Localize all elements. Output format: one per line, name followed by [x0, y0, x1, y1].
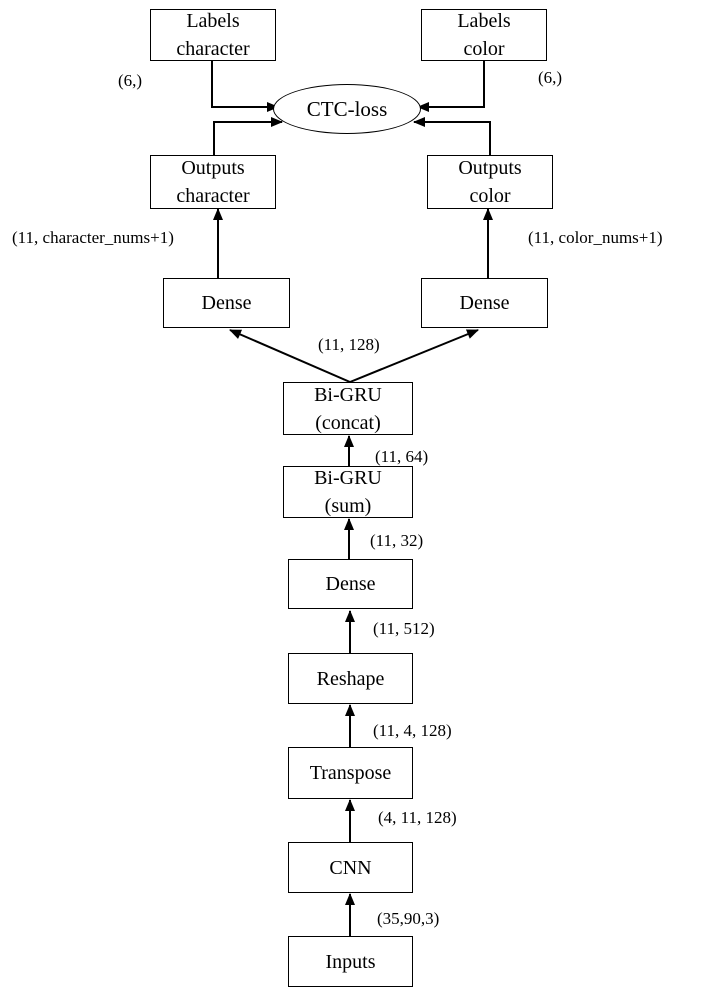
edge-bigru-dense-left: [229, 329, 351, 383]
dense-right-node: Dense: [421, 278, 548, 328]
shape-dense-out: (11, 32): [370, 531, 424, 550]
ctc-loss-node: CTC-loss: [273, 84, 421, 134]
inputs-node: Inputs: [288, 936, 413, 987]
shape-labels-color: (6,): [538, 68, 563, 87]
cnn-node: CNN: [288, 842, 413, 893]
edge-bigru-dense-right: [349, 329, 479, 383]
bigru-concat-node: Bi-GRU (concat): [283, 382, 413, 435]
shape-bigru-sum-out: (11, 64): [375, 447, 429, 466]
shape-reshape-out: (11, 512): [373, 619, 435, 638]
labels-character-node: Labels character: [150, 9, 276, 61]
bigru-sum-node: Bi-GRU (sum): [283, 466, 413, 518]
shape-labels-character: (6,): [118, 71, 143, 90]
outputs-character-node: Outputs character: [150, 155, 276, 209]
edge-outputs-character-ctc: [213, 117, 283, 155]
labels-color-node: Labels color: [421, 9, 547, 61]
shape-bigru-concat-out: (11, 128): [318, 335, 380, 354]
shape-cnn-out: (4, 11, 128): [378, 808, 457, 827]
reshape-node: Reshape: [288, 653, 413, 704]
edge-labels-character-ctc: [211, 60, 279, 112]
shape-outputs-character: (11, character_nums+1): [12, 228, 174, 247]
dense-mid-node: Dense: [288, 559, 413, 609]
shape-transpose-out: (11, 4, 128): [373, 721, 452, 740]
edge-labels-color-ctc: [417, 60, 485, 112]
edge-outputs-color-ctc: [413, 117, 491, 155]
transpose-node: Transpose: [288, 747, 413, 799]
outputs-color-node: Outputs color: [427, 155, 553, 209]
dense-left-node: Dense: [163, 278, 290, 328]
shape-inputs: (35,90,3): [377, 909, 440, 928]
shape-outputs-color: (11, color_nums+1): [528, 228, 663, 247]
